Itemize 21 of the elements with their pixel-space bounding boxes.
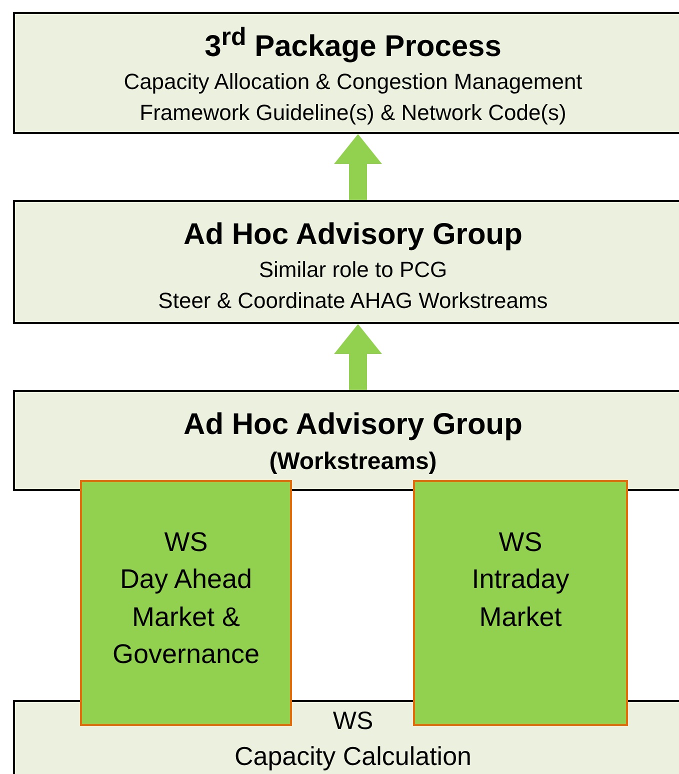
box-text: Intraday Market [470,563,570,634]
box-heading: WS [498,526,542,559]
block-arrow [334,324,382,390]
box-text: Capacity Allocation & Congestion Management [124,68,582,96]
block-arrow [334,134,382,200]
box-heading: WS [164,526,208,559]
group-box [13,390,679,491]
box-text: (Workstreams) [269,447,437,478]
box-text: Day Ahead Market & Governance [111,563,261,671]
box-text: Capacity Calculation [234,740,472,772]
box-text: Similar role to PCG [258,256,448,284]
box-text: Steer & Coordinate AHAG Workstreams [158,286,548,315]
group-box [13,200,679,324]
box-heading: WS [332,706,374,737]
box-heading: Ad Hoc Advisory Group [184,217,522,253]
box-heading: Ad Hoc Advisory Group [184,407,522,443]
workstream-box [413,480,628,726]
process-box [13,12,679,134]
box-heading: 3$^{rd}$ Package Process [204,22,502,65]
workstream-box [80,480,292,726]
box-text: Framework Guideline(s) & Network Code(s) [140,98,566,127]
